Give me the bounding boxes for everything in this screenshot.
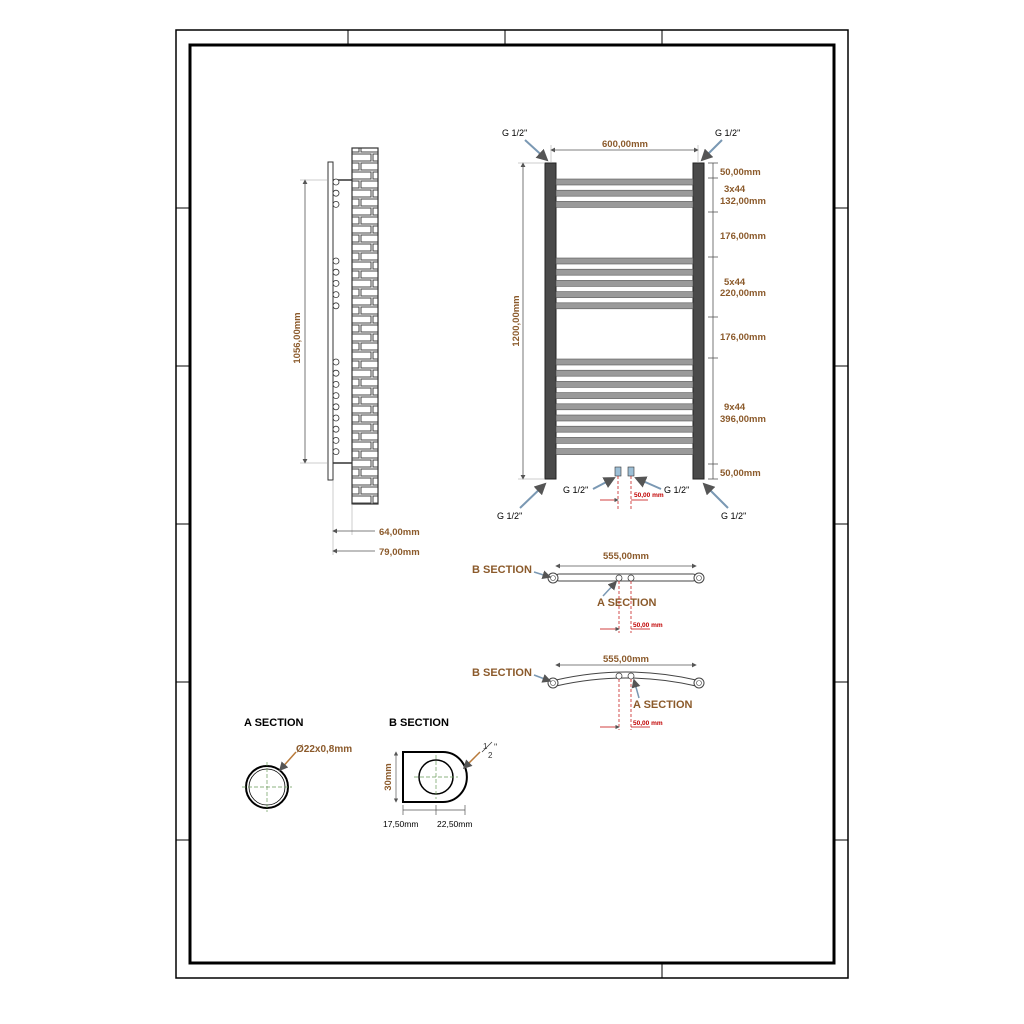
side-height-label: 1056,00mm — [292, 312, 303, 363]
side-collector — [327, 161, 334, 481]
side-tube-end — [332, 291, 340, 299]
front-tube — [555, 302, 694, 310]
side-tube-end — [332, 302, 340, 310]
front-tube — [555, 381, 694, 388]
side-tube-end — [332, 358, 340, 366]
front-tube — [555, 291, 694, 298]
front-tube — [555, 392, 694, 399]
connection-bottom-inlet-left-label: G 1/2'' — [563, 485, 589, 495]
side-tube-end — [332, 200, 340, 208]
connection-bottom-inlet-right-label: G 1/2'' — [664, 485, 690, 495]
side-tube-end — [332, 436, 340, 444]
bottom-inlet-left — [614, 466, 622, 477]
b-section-thread-mark: " — [494, 742, 497, 752]
plan-view-straight: 555,00mm B SECTION A SECTION 50,00 mm — [472, 551, 705, 633]
connection-top-left-label: G 1/2'' — [502, 128, 528, 138]
connection-bottom-left-label: G 1/2'' — [497, 511, 523, 521]
brick-wall — [351, 147, 379, 505]
connection-top-right-label: G 1/2'' — [715, 128, 741, 138]
front-tube — [555, 201, 694, 208]
a-section-detail: A SECTION Ø22x0,8mm — [242, 717, 352, 812]
gap1-label: 176,00mm — [720, 231, 766, 242]
a-section-diameter-label: Ø22x0,8mm — [296, 744, 352, 755]
b-section-detail: B SECTION 30mm 17,50mm 22,50mm 1 2 " — [383, 717, 497, 829]
front-tube — [555, 414, 694, 422]
b-section-thread-den: 2 — [488, 751, 493, 760]
side-tube-end — [332, 279, 340, 287]
plan-straight-b-section-label: B SECTION — [472, 564, 532, 576]
group3-count-label: 9x44 — [724, 402, 746, 413]
group3-size-label: 396,00mm — [720, 414, 766, 425]
b-section-height-label: 30mm — [383, 763, 394, 790]
front-tubes — [555, 178, 694, 455]
group1-count-label: 3x44 — [724, 184, 746, 195]
front-tube — [555, 280, 694, 287]
bottom-inlet-right — [627, 466, 635, 477]
right-collector — [692, 162, 705, 480]
b-section-thread-num: 1 — [483, 742, 488, 751]
side-tube-end — [332, 189, 340, 197]
front-tube — [555, 425, 694, 433]
front-view: 600,00mm 1200,00mm 50,00mm 3x44 132,00mm… — [497, 128, 766, 521]
front-tube — [555, 257, 694, 265]
top-margin-label: 50,00mm — [720, 167, 761, 178]
side-tube-end — [332, 369, 340, 377]
plan-straight-width-label: 555,00mm — [603, 551, 649, 562]
side-tube-end — [332, 403, 340, 411]
front-tube — [555, 369, 694, 377]
front-tube — [555, 448, 694, 455]
side-tube-end — [332, 448, 340, 456]
b-section-width-right-label: 22,50mm — [437, 819, 472, 829]
group2-count-label: 5x44 — [724, 277, 746, 288]
group2-size-label: 220,00mm — [720, 288, 766, 299]
a-section-title: A SECTION — [244, 717, 304, 729]
side-tube-end — [332, 425, 340, 433]
plan-straight-spacing-label: 50,00 mm — [633, 622, 663, 629]
side-depth-outer-label: 79,00mm — [379, 547, 420, 558]
drawing-frame — [175, 29, 849, 979]
plan-curved-width-label: 555,00mm — [603, 654, 649, 665]
b-section-title: B SECTION — [389, 717, 449, 729]
front-tube — [555, 178, 694, 186]
side-tube-end — [332, 268, 340, 276]
front-tube — [555, 268, 694, 276]
gap2-label: 176,00mm — [720, 332, 766, 343]
front-tube — [555, 437, 694, 444]
plan-view-curved: 555,00mm B SECTION A SECTION 50,00 mm — [472, 654, 705, 730]
front-tube — [555, 403, 694, 411]
side-tube-end — [332, 414, 340, 422]
front-height-label: 1200,00mm — [511, 295, 522, 346]
front-tube — [555, 189, 694, 197]
plan-curved-spacing-label: 50,00 mm — [633, 720, 663, 727]
side-tube-end — [332, 392, 340, 400]
front-tube — [555, 358, 694, 366]
side-tube-end — [332, 380, 340, 388]
plan-curved-b-section-label: B SECTION — [472, 667, 532, 679]
plan-straight-a-section-label: A SECTION — [597, 597, 657, 609]
inlet-spacing-label: 50,00 mm — [634, 492, 664, 499]
side-tube-ends — [332, 178, 340, 456]
group1-size-label: 132,00mm — [720, 196, 766, 207]
left-collector — [544, 162, 557, 480]
b-section-width-left-label: 17,50mm — [383, 819, 418, 829]
bottom-margin-label: 50,00mm — [720, 468, 761, 479]
side-tube-end — [332, 178, 340, 186]
side-tube-end — [332, 257, 340, 265]
side-view: 1056,00mm 64,00mm 79,00mm — [292, 147, 420, 558]
front-width-label: 600,00mm — [602, 139, 648, 150]
connection-bottom-right-label: G 1/2'' — [721, 511, 747, 521]
plan-straight-tube — [555, 573, 697, 582]
plan-curved-tube — [555, 671, 697, 687]
plan-curved-a-section-label: A SECTION — [633, 699, 693, 711]
side-depth-inner-label: 64,00mm — [379, 527, 420, 538]
